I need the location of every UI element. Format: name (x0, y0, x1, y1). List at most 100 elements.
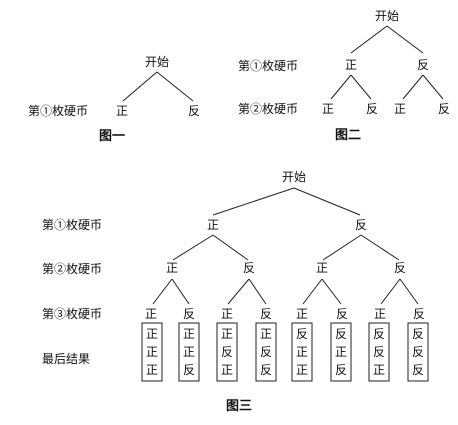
result-cell: 反 (296, 327, 308, 341)
result-cell: 反 (183, 363, 195, 377)
fig3-edge-thh (302, 278, 323, 305)
result-box-frame (291, 322, 313, 382)
result-box-1: 正 正 正 (141, 322, 163, 382)
result-cell: 正 (335, 345, 347, 359)
fig3-t-node: 反 (355, 218, 367, 232)
fig3-h-node: 正 (207, 218, 219, 232)
result-cell: 正 (146, 345, 158, 359)
fig3-th-node: 正 (316, 261, 328, 275)
fig2-edge-ht (350, 74, 372, 100)
result-box-frame (255, 322, 277, 382)
fig2-edge-th (402, 74, 424, 100)
fig3-tt-node: 反 (394, 261, 406, 275)
fig3-coin3-label: 第③枚硬币 (42, 306, 102, 321)
fig3-edge-ht (212, 234, 249, 261)
fig2-edge-tt (422, 74, 444, 100)
fig3-edge-hth (227, 278, 250, 305)
result-box-8: 反 反 反 (407, 322, 429, 382)
fig3-coin2-label: 第②枚硬币 (42, 261, 102, 276)
fig2-heads-node: 正 (345, 58, 357, 72)
result-cell: 正 (221, 363, 233, 377)
result-cell: 反 (260, 345, 272, 359)
fig3-edge-hhh (152, 278, 173, 305)
fig3-hth-node: 正 (221, 307, 233, 321)
fig3-ht-node: 反 (243, 261, 255, 275)
fig3-edge-th (322, 234, 362, 261)
fig2-edge-heads (350, 25, 388, 54)
fig3-coin1-label: 第①枚硬币 (42, 217, 102, 232)
fig2-ht-node: 反 (366, 102, 378, 116)
figure-3: 开始 第①枚硬币 正 反 第②枚硬币 正 反 正 反 第③枚硬币 正 反 正 反… (42, 170, 429, 414)
result-box-3: 正 反 正 (216, 322, 238, 382)
fig3-ttt-node: 反 (413, 307, 425, 321)
fig1-caption: 图一 (99, 129, 125, 144)
fig2-tt-node: 反 (438, 102, 450, 116)
fig1-tails-node: 反 (188, 104, 200, 118)
figure-1: 开始 第①枚硬币 正 反 图一 (28, 55, 200, 144)
fig3-edge-t (293, 187, 361, 216)
result-cell: 正 (296, 363, 308, 377)
fig2-th-node: 正 (394, 102, 406, 116)
result-box-4: 正 反 反 (255, 322, 277, 382)
fig2-tails-node: 反 (417, 58, 429, 72)
result-cell: 正 (183, 345, 195, 359)
result-cell: 反 (412, 345, 424, 359)
result-cell: 反 (335, 327, 347, 341)
fig1-start-node: 开始 (145, 55, 169, 69)
fig3-hhh-node: 正 (145, 307, 157, 321)
fig2-coin1-label: 第①枚硬币 (238, 58, 298, 73)
fig3-edge-tht (321, 278, 342, 305)
result-cell: 正 (260, 327, 272, 341)
result-box-frame (141, 322, 163, 382)
result-box-frame (330, 322, 352, 382)
fig3-start-node: 开始 (282, 170, 306, 184)
fig2-edge-tails (386, 25, 424, 54)
result-cell: 正 (183, 327, 195, 341)
result-box-frame (368, 322, 390, 382)
result-cell: 反 (373, 327, 385, 341)
fig3-hh-node: 正 (166, 261, 178, 275)
result-cell: 正 (221, 327, 233, 341)
result-cell: 正 (296, 345, 308, 359)
fig2-start-node: 开始 (375, 9, 399, 23)
result-box-7: 反 反 正 (368, 322, 390, 382)
fig3-edge-tt (360, 234, 400, 261)
fig1-edge-heads (122, 71, 158, 102)
fig1-coin1-label: 第①枚硬币 (28, 103, 88, 118)
result-cell: 正 (146, 327, 158, 341)
fig3-edge-ttt (399, 278, 419, 305)
result-box-6: 反 正 反 (330, 322, 352, 382)
result-box-frame (216, 322, 238, 382)
fig3-edge-htt (248, 278, 267, 305)
figure-2: 开始 第①枚硬币 正 反 第②枚硬币 正 反 正 反 图二 (238, 9, 450, 143)
fig3-edge-tth (380, 278, 401, 305)
result-cell: 正 (373, 363, 385, 377)
result-cell: 反 (221, 345, 233, 359)
result-cell: 反 (260, 363, 272, 377)
fig1-heads-node: 正 (116, 104, 128, 118)
result-box-5: 反 正 正 (291, 322, 313, 382)
fig2-hh-node: 正 (322, 102, 334, 116)
result-box-frame (407, 322, 429, 382)
fig1-edge-tails (156, 71, 194, 102)
fig3-tht-node: 反 (336, 307, 348, 321)
result-cell: 正 (146, 363, 158, 377)
result-cell: 反 (335, 363, 347, 377)
fig3-htt-node: 反 (260, 307, 272, 321)
fig3-caption: 图三 (226, 399, 252, 414)
fig2-edge-hh (330, 74, 352, 100)
result-cell: 反 (412, 363, 424, 377)
fig3-hht-node: 反 (183, 307, 195, 321)
result-box-2: 正 正 反 (178, 322, 200, 382)
result-cell: 反 (412, 327, 424, 341)
fig3-thh-node: 正 (296, 307, 308, 321)
fig3-tth-node: 正 (374, 307, 386, 321)
fig3-edge-hht (171, 278, 190, 305)
result-cell: 反 (373, 345, 385, 359)
fig2-coin2-label: 第②枚硬币 (238, 101, 298, 116)
fig3-final-result-label: 最后结果 (42, 352, 90, 366)
fig3-edge-hh (172, 234, 214, 261)
result-box-frame (178, 322, 200, 382)
fig3-edge-h (212, 187, 295, 216)
